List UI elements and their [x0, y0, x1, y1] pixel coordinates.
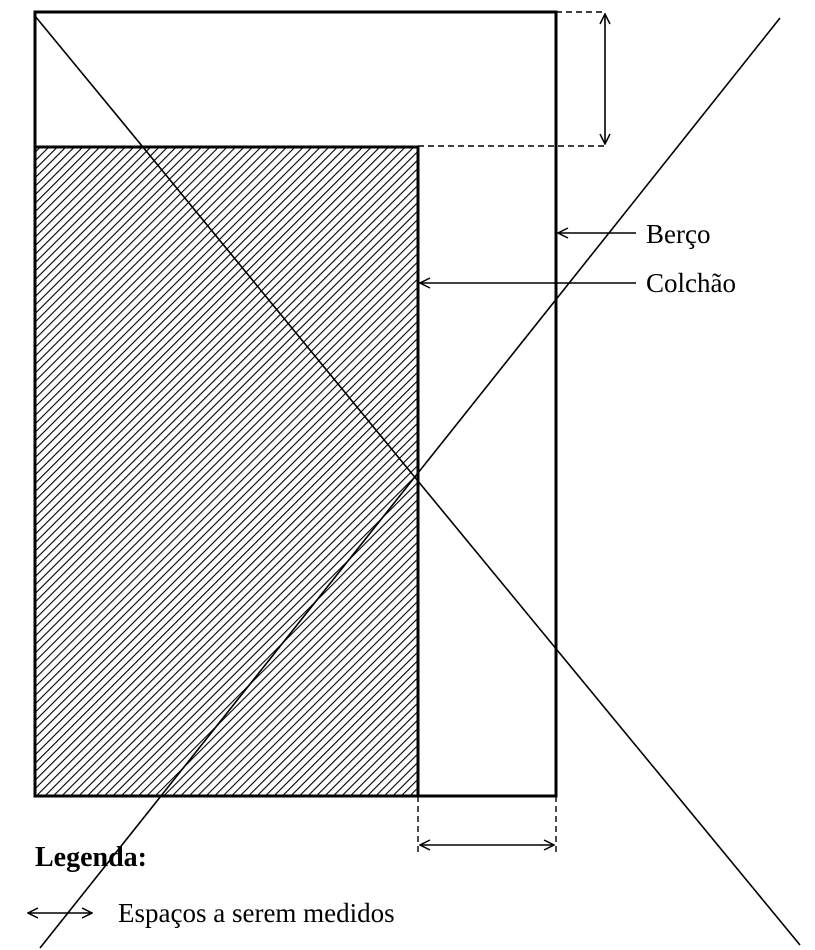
crib-rect [33, 10, 558, 798]
side-gap-measurement [417, 796, 557, 852]
diagonal-line-ascending [39, 17, 781, 949]
legend-item-label: Espaços a serem medidos [118, 898, 395, 928]
top-gap-measurement [418, 11, 605, 147]
mattress-rect [33, 145, 420, 798]
crib-label: Berço [646, 219, 710, 249]
legend-title: Legenda: [35, 842, 147, 873]
diagonal-line-descending [34, 15, 801, 946]
mattress-label: Colchão [646, 268, 736, 298]
